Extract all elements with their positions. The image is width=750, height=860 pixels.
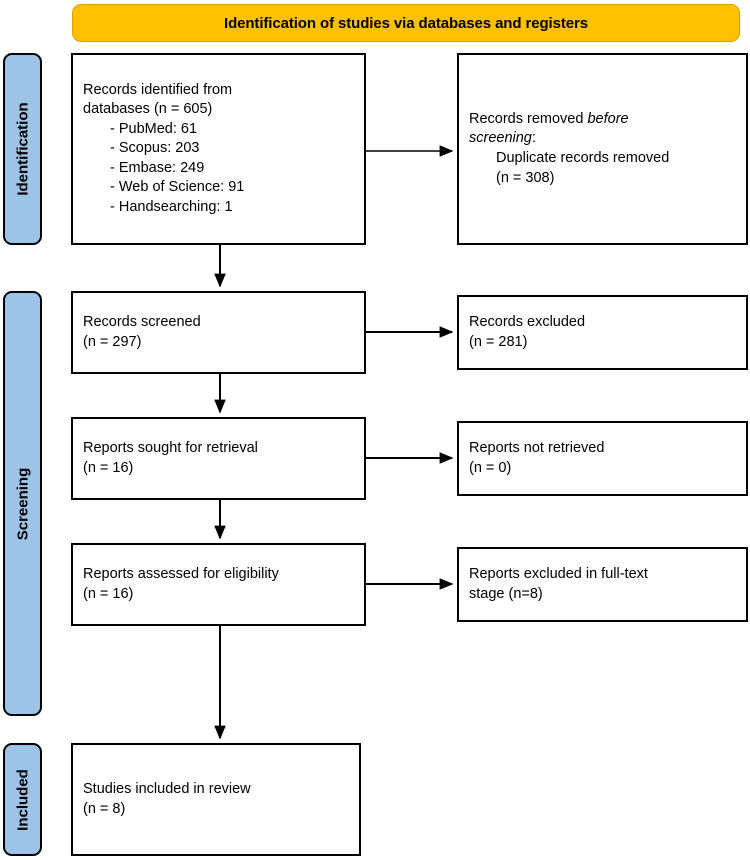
records-removed-line3: Duplicate records removed bbox=[496, 150, 670, 166]
reports-assessed-label: Reports assessed for eligibility bbox=[83, 565, 279, 582]
records-identified-line1: Records identified from bbox=[83, 81, 233, 98]
stage-label-screening: Screening bbox=[14, 467, 31, 540]
header-banner: Identification of studies via databases … bbox=[72, 4, 740, 42]
records-identified-line2: databases (n = 605) bbox=[83, 101, 213, 118]
source-item-embase: - Embase: 249 bbox=[110, 159, 205, 176]
reports-excluded-fulltext-count: stage (n=8) bbox=[469, 585, 543, 602]
box-records-removed: Records removed before screening: Duplic… bbox=[457, 53, 748, 245]
box-reports-excluded-fulltext: Reports excluded in full-text stage (n=8… bbox=[457, 547, 748, 622]
reports-sought-label: Reports sought for retrieval bbox=[83, 439, 258, 456]
reports-not-retrieved-label: Reports not retrieved bbox=[469, 439, 605, 456]
box-records-screened: Records screened (n = 297) bbox=[71, 291, 366, 374]
studies-included-label: Studies included in review bbox=[83, 780, 251, 797]
reports-excluded-fulltext-label: Reports excluded in full-text bbox=[469, 565, 648, 582]
records-screened-count: (n = 297) bbox=[83, 333, 142, 350]
header-banner-label: Identification of studies via databases … bbox=[224, 14, 588, 32]
records-removed-line2-italic: screening bbox=[469, 130, 532, 147]
reports-not-retrieved-count: (n = 0) bbox=[469, 459, 512, 476]
records-removed-line2: screening: bbox=[469, 129, 736, 149]
studies-included-count: (n = 8) bbox=[83, 800, 126, 817]
source-item-handsearching: - Handsearching: 1 bbox=[110, 198, 233, 215]
source-item-pubmed: - PubMed: 61 bbox=[110, 120, 198, 137]
reports-assessed-count: (n = 16) bbox=[83, 585, 134, 602]
stage-bar-included: Included bbox=[3, 743, 42, 856]
box-reports-assessed: Reports assessed for eligibility (n = 16… bbox=[71, 543, 366, 626]
stage-label-included: Included bbox=[14, 768, 31, 831]
records-removed-line2-plain: : bbox=[531, 130, 536, 147]
stage-bar-identification: Identification bbox=[3, 53, 42, 245]
records-identified-source-list: - PubMed: 61 - Scopus: 203 - Embase: 249… bbox=[83, 120, 354, 218]
reports-sought-count: (n = 16) bbox=[83, 459, 134, 476]
records-screened-label: Records screened bbox=[83, 313, 201, 330]
stage-label-identification: Identification bbox=[14, 102, 31, 196]
box-studies-included: Studies included in review (n = 8) bbox=[71, 743, 361, 856]
box-records-identified: Records identified from databases (n = 6… bbox=[71, 53, 366, 245]
box-reports-not-retrieved: Reports not retrieved (n = 0) bbox=[457, 421, 748, 496]
records-excluded-count: (n = 281) bbox=[469, 333, 528, 350]
box-reports-sought: Reports sought for retrieval (n = 16) bbox=[71, 417, 366, 500]
records-removed-line1-italic: before bbox=[587, 110, 629, 127]
records-excluded-label: Records excluded bbox=[469, 313, 586, 330]
records-removed-line1: Records removed before bbox=[469, 110, 736, 130]
records-removed-line4: (n = 308) bbox=[496, 169, 555, 186]
box-records-excluded: Records excluded (n = 281) bbox=[457, 295, 748, 370]
records-removed-line1-plain: Records removed bbox=[469, 110, 588, 127]
source-item-scopus: - Scopus: 203 bbox=[110, 140, 200, 157]
source-item-web-of-science: - Web of Science: 91 bbox=[110, 179, 245, 196]
stage-bar-screening: Screening bbox=[3, 291, 42, 716]
